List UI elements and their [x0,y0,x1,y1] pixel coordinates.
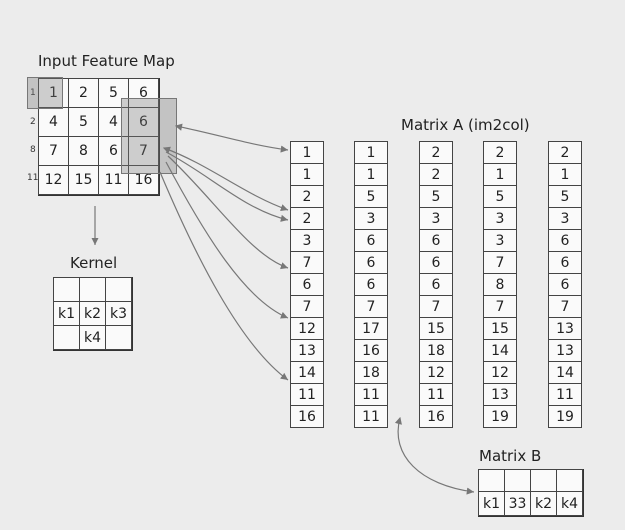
arrow [165,151,289,222]
kernel-cell [53,277,80,302]
matrix-b-grid: k1 33 k2 k4 [478,469,584,517]
input-cell: 2 [68,78,99,108]
matrix-a-cell: 12 [483,361,517,384]
matrix-a-cell: 7 [483,251,517,274]
matrix-a-cell: 18 [419,339,453,362]
matrix-a-cell: 16 [290,405,324,428]
arrow [167,155,289,270]
matrix-a-cell: 14 [290,361,324,384]
matrix-a-cell: 7 [483,295,517,318]
matrix-a-cell: 16 [354,339,388,362]
matrix-a-cell: 5 [419,185,453,208]
matrix-a-cell: 19 [548,405,582,428]
kernel-title: Kernel [70,254,118,272]
row-label: 11 [27,173,39,183]
matrix-a-cell: 7 [419,295,453,318]
row-label: 8 [30,145,36,155]
input-cell: 5 [68,107,99,137]
matrix-a-cell: 1 [483,163,517,186]
matrix-a-cell: 6 [354,229,388,252]
arrow [394,416,475,495]
matrix-b-cell: 33 [504,491,531,516]
matrix-b-cell: k4 [556,491,583,516]
kernel-grid: k1 k2 k3 k4 [53,277,133,351]
matrix-a-cell: 1 [290,141,324,164]
matrix-a-cell: 11 [354,383,388,406]
kernel-cell: k2 [79,301,106,326]
input-cell: 4 [38,107,69,137]
matrix-b-cell: k1 [478,491,505,516]
input-cell: 6 [128,78,159,108]
kernel-cell [105,325,132,350]
arrow [162,146,289,212]
input-cell: 7 [38,136,69,166]
input-cell: 12 [38,165,69,195]
input-cell: 7 [128,136,159,166]
window-highlight-small [27,77,63,109]
matrix-a-title: Matrix A (im2col) [401,116,530,134]
kernel-cell [79,277,106,302]
input-cell: 15 [68,165,99,195]
input-cell: 16 [128,165,159,195]
row-label: 2 [30,117,36,127]
matrix-a-cell: 15 [483,317,517,340]
matrix-a-cell: 11 [548,383,582,406]
arrow [165,161,289,319]
input-feature-map-title: Input Feature Map [38,52,175,70]
input-cell: 11 [98,165,129,195]
kernel-cell: k3 [105,301,132,326]
matrix-a-cell: 11 [354,405,388,428]
arrow [159,171,289,381]
matrix-a-cell: 19 [483,405,517,428]
matrix-b-title: Matrix B [479,447,542,465]
matrix-a-cell: 12 [290,317,324,340]
matrix-a-cell: 15 [419,317,453,340]
row-label: 1 [30,88,36,98]
arrow [174,123,289,153]
input-feature-map-grid: 1 2 5 6 4 5 4 6 7 8 6 7 12 15 11 16 [38,78,160,196]
matrix-a-cell: 14 [483,339,517,362]
input-cell: 6 [128,107,159,137]
input-cell: 8 [68,136,99,166]
